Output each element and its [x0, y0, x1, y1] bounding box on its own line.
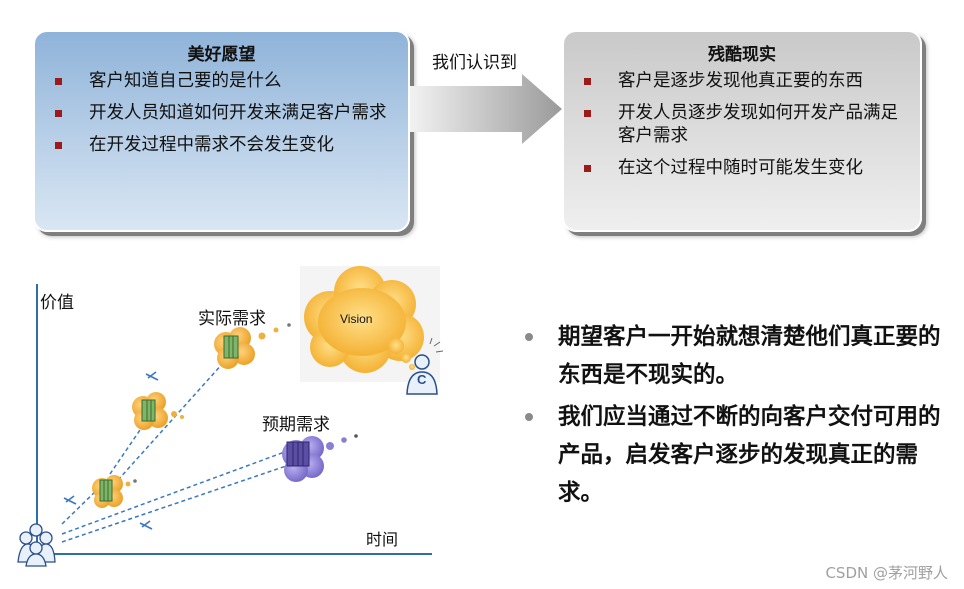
actual-cloud-small — [92, 475, 137, 508]
wishes-panel: 美好愿望 客户知道自己要的是什么 开发人员知道如何开发来满足客户需求 在开发过程… — [33, 30, 410, 232]
reality-item: 在这个过程中随时可能发生变化 — [582, 157, 908, 180]
arrow-label: 我们认识到 — [432, 53, 517, 73]
reality-item: 客户是逐步发现他真正要的东西 — [582, 70, 908, 93]
actual-requirement-label: 实际需求 — [198, 309, 266, 329]
reality-panel: 残酷现实 客户是逐步发现他真正要的东西 开发人员逐步发现如何开发产品满足客户需求… — [562, 30, 922, 232]
wishes-list: 客户知道自己要的是什么 开发人员知道如何开发来满足客户需求 在开发过程中需求不会… — [53, 70, 396, 166]
people-group-icon — [17, 523, 56, 567]
wishes-title: 美好愿望 — [187, 45, 256, 65]
vision-label: Vision — [340, 312, 373, 326]
wishes-item: 在开发过程中需求不会发生变化 — [53, 134, 396, 157]
wishes-item: 开发人员知道如何开发来满足客户需求 — [53, 102, 396, 125]
trend-lines — [61, 361, 293, 543]
customer-icon — [406, 337, 444, 395]
expected-requirement-label: 预期需求 — [262, 415, 330, 435]
conclusion-list: 期望客户一开始就想清楚他们真正要的东西是不现实的。 我们应当通过不断的向客户交付… — [522, 318, 942, 516]
vision-cloud — [300, 266, 440, 382]
wishes-item: 客户知道自己要的是什么 — [53, 70, 396, 93]
conclusion-item: 我们应当通过不断的向客户交付可用的产品，启发客户逐步的发现真正的需求。 — [522, 398, 942, 512]
reality-list: 客户是逐步发现他真正要的东西 开发人员逐步发现如何开发产品满足客户需求 在这个过… — [582, 70, 908, 189]
conclusion-item: 期望客户一开始就想清楚他们真正要的东西是不现实的。 — [522, 318, 942, 394]
customer-letter: C — [417, 372, 427, 387]
diagram-graphics — [17, 266, 444, 567]
reality-title: 残酷现实 — [708, 45, 776, 65]
plane-icon — [63, 371, 159, 530]
value-time-diagram: 价值 时间 实际需求 预期需求 Vision C — [0, 262, 460, 582]
watermark: CSDN @茅河野人 — [825, 564, 948, 582]
expected-cloud — [282, 434, 358, 482]
y-axis-label: 价值 — [40, 293, 74, 313]
actual-cloud-large — [214, 323, 291, 369]
right-arrow-icon — [410, 74, 562, 144]
reality-item: 开发人员逐步发现如何开发产品满足客户需求 — [582, 102, 908, 148]
actual-cloud-medium — [132, 392, 184, 430]
x-axis-label: 时间 — [366, 530, 399, 549]
